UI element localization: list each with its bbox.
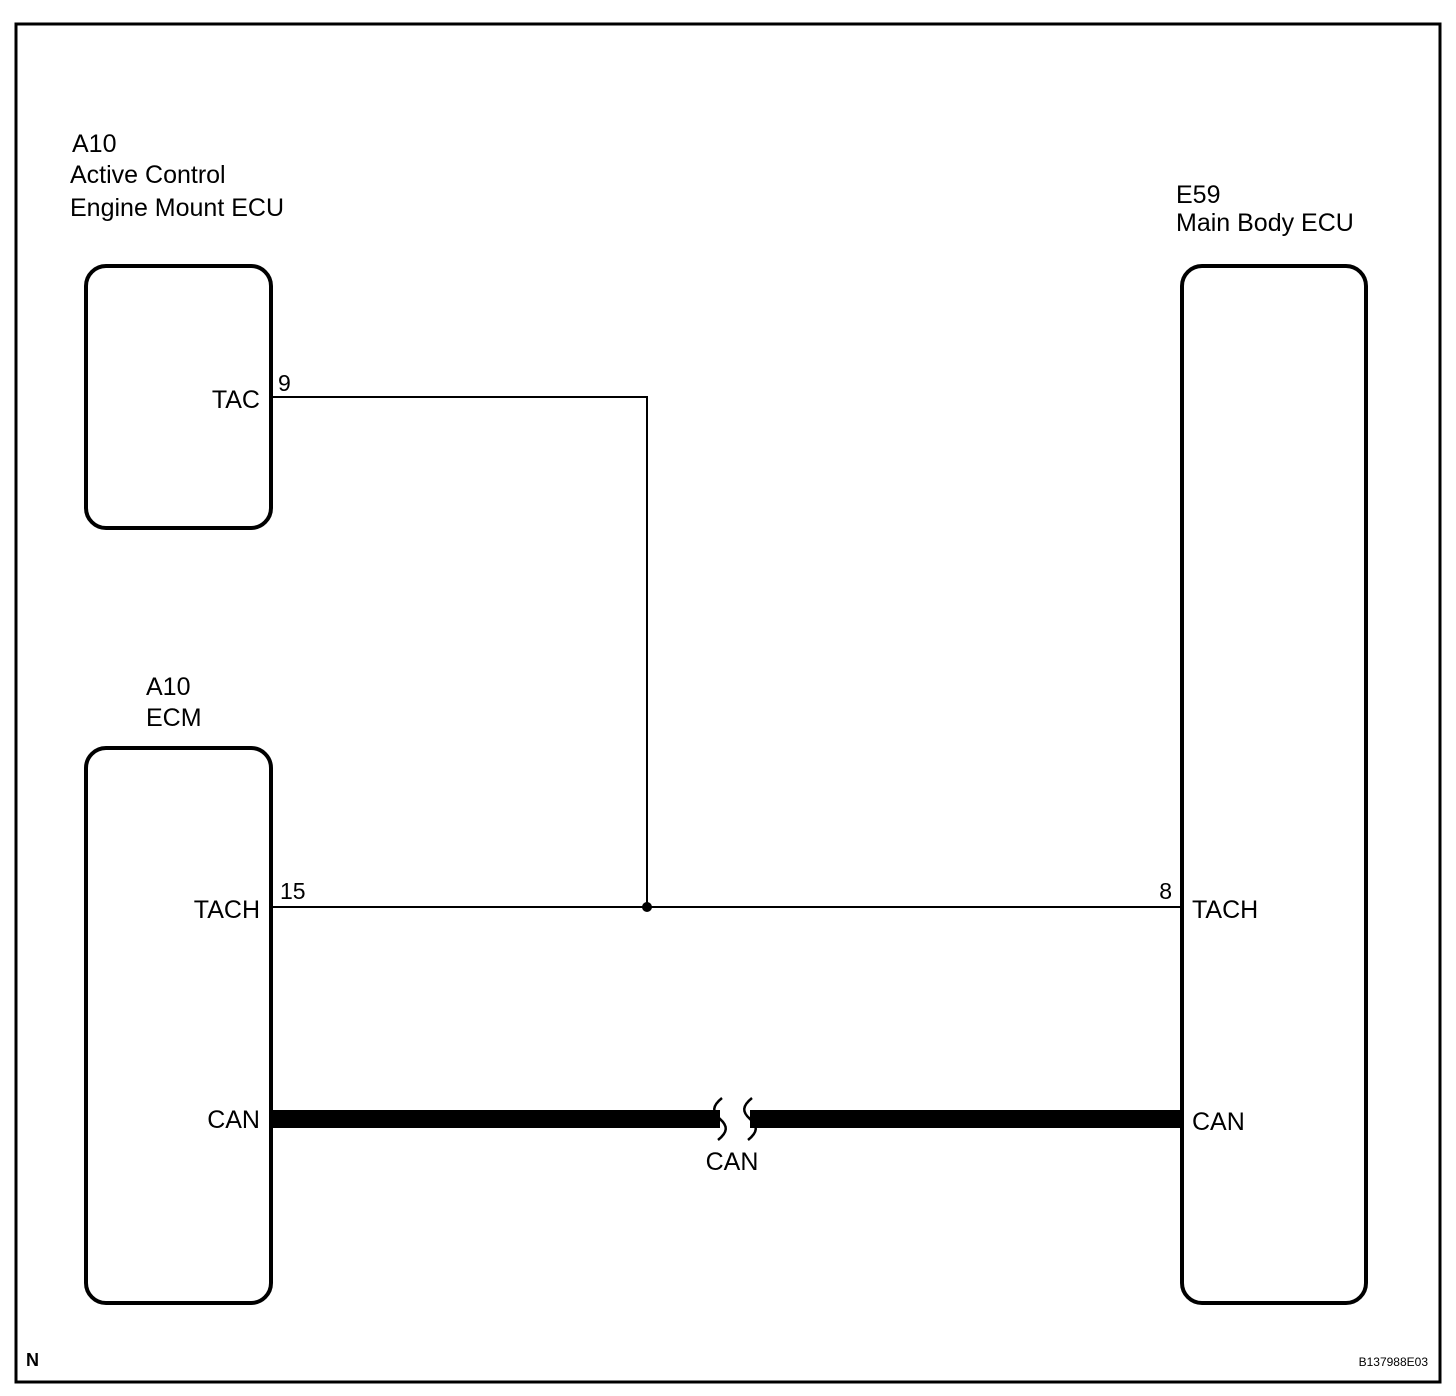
main-body-ecu-name: Main Body ECU: [1176, 209, 1354, 237]
acm-ecu-name-line1: Active Control: [70, 161, 226, 189]
ecm-tach-pin-label: TACH: [194, 896, 260, 924]
main-body-ecu-code: E59: [1176, 181, 1220, 209]
acm-tac-pin-label: TAC: [212, 386, 260, 414]
ecm-name: ECM: [146, 704, 202, 732]
ecm-box: [84, 746, 273, 1305]
corner-mark: N: [26, 1350, 39, 1370]
diagram-frame: [14, 22, 1442, 1384]
mb-tach-pin-label: TACH: [1192, 896, 1258, 924]
main-body-ecu: E59 Main Body ECU TACH 8 CAN: [1159, 181, 1368, 1305]
ecm: A10 ECM TACH 15 CAN: [84, 673, 306, 1305]
acm-ecu-code: A10: [72, 130, 116, 158]
mb-tach-pin-number: 8: [1159, 878, 1172, 904]
mb-can-pin-label: CAN: [1192, 1108, 1245, 1136]
can-bus: CAN: [271, 1097, 1182, 1176]
acm-ecu: A10 Active Control Engine Mount ECU TAC …: [70, 130, 291, 530]
figure-code: B137988E03: [1359, 1355, 1429, 1369]
ecm-tach-pin-number: 15: [280, 878, 306, 904]
junction-dot: [642, 902, 652, 912]
ecm-code: A10: [146, 673, 190, 701]
main-body-ecu-box: [1180, 264, 1368, 1305]
acm-tac-pin-number: 9: [278, 370, 291, 396]
tac-wire: [271, 396, 648, 907]
ecm-can-pin-label: CAN: [207, 1106, 260, 1134]
acm-ecu-name-line2: Engine Mount ECU: [70, 194, 284, 222]
can-bus-break-right: [743, 1097, 757, 1141]
can-bus-label: CAN: [706, 1148, 759, 1176]
can-bus-break-left: [713, 1097, 727, 1141]
